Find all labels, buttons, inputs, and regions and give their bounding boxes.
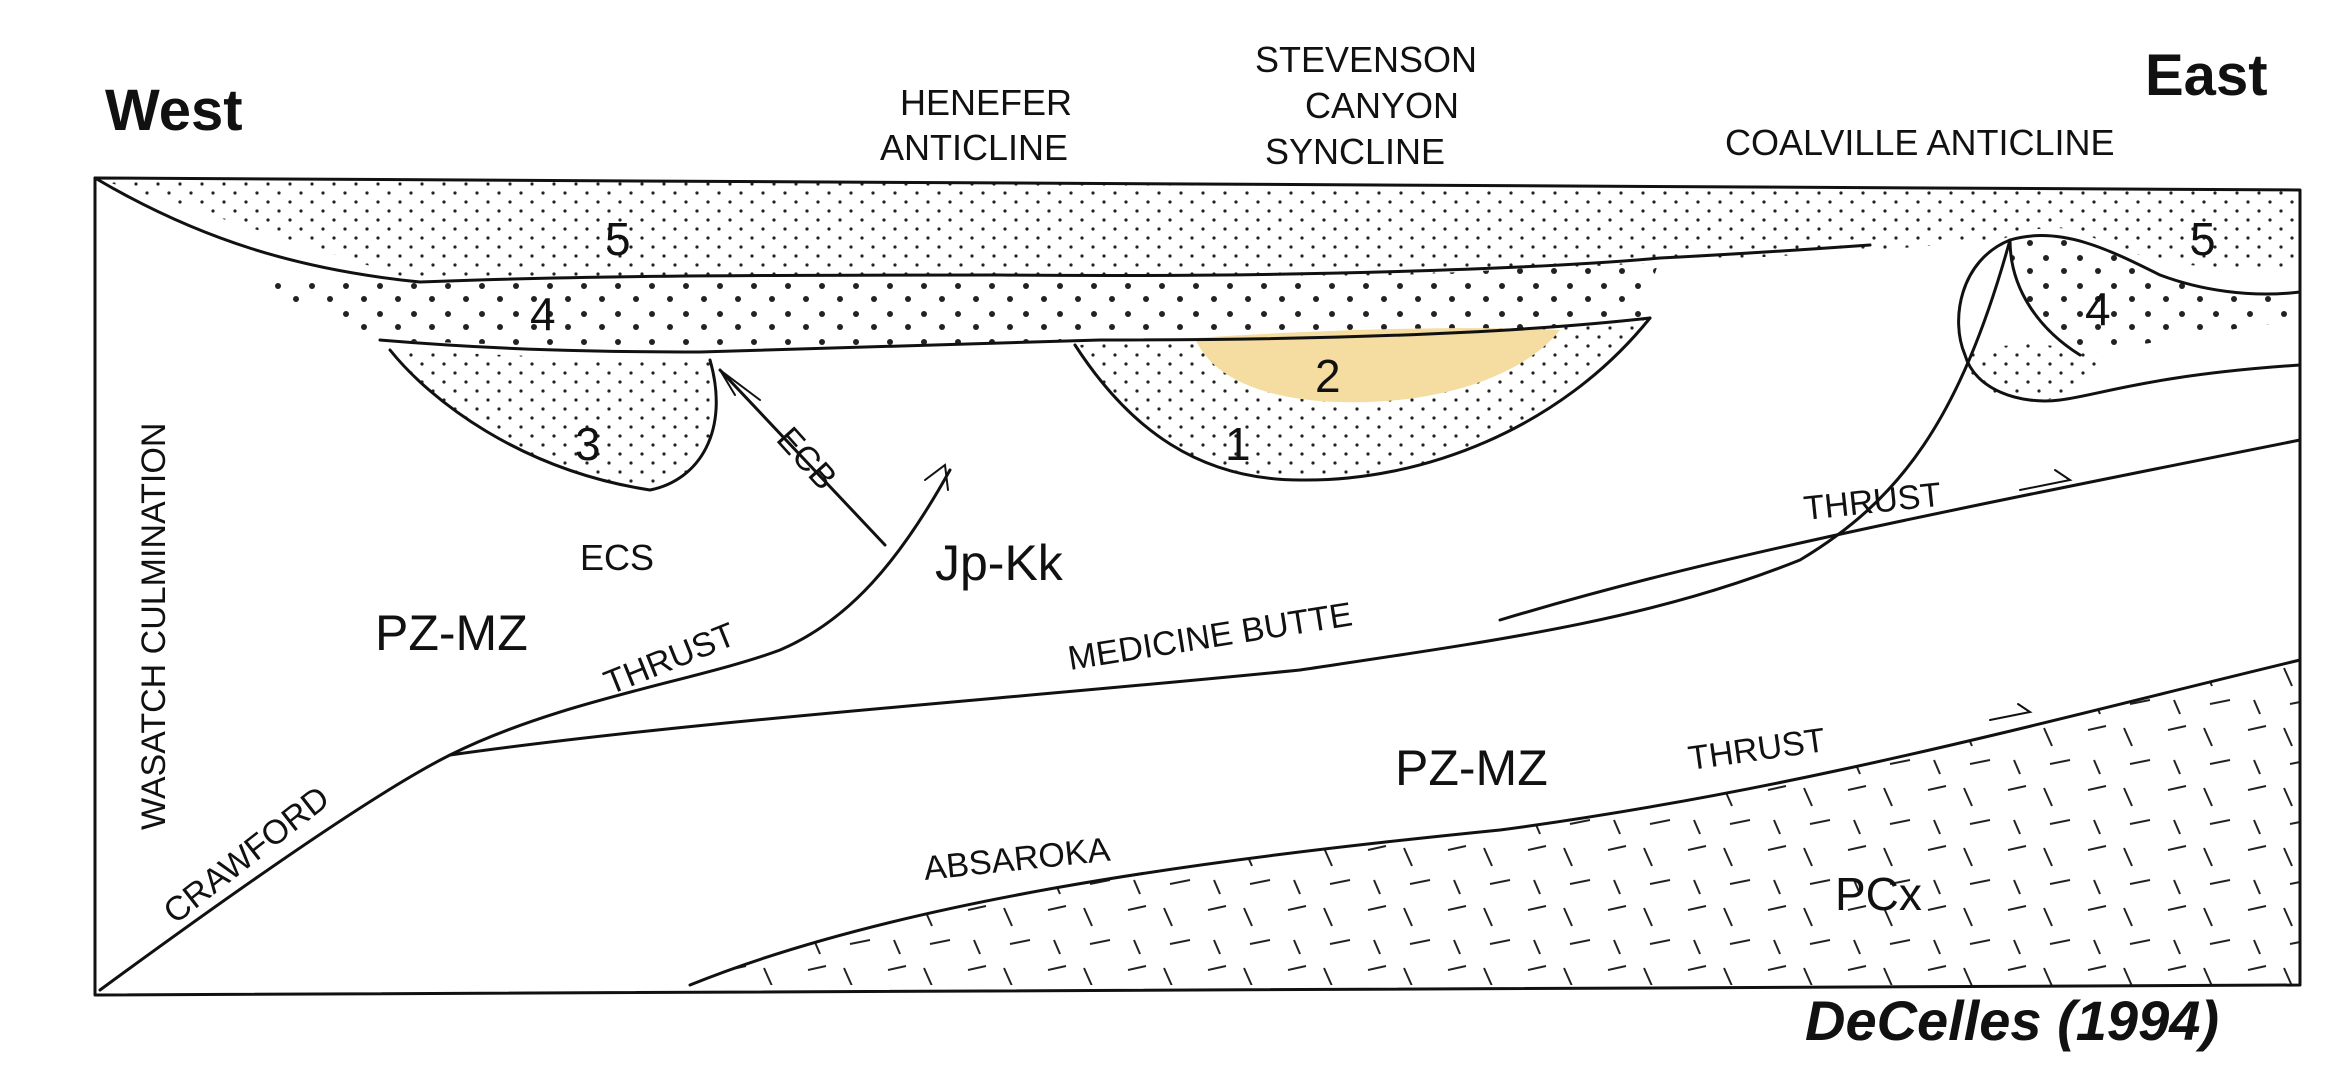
unit-4-layer <box>250 258 1660 352</box>
ecb-arrow-icon <box>719 369 761 401</box>
stevenson-label-2: CANYON <box>1305 85 1459 126</box>
coalville-fold-outline <box>1957 238 2302 403</box>
syncline-base <box>1073 316 1652 482</box>
unit-2-label: 2 <box>1315 350 1341 402</box>
ecb-label: ECB <box>769 420 844 497</box>
medicine-arrow-icon <box>2019 469 2073 491</box>
unit-5-west-label: 5 <box>605 213 631 265</box>
unit-5-base <box>93 176 1872 284</box>
unit-3-base <box>388 348 718 492</box>
crawford-thrust-label: THRUST <box>599 616 741 703</box>
wasatch-culmination-label: WASATCH CULMINATION <box>135 423 173 830</box>
coalville-label: COALVILLE ANTICLINE <box>1725 122 2114 163</box>
medicine-butte-splay <box>1498 438 2302 622</box>
unit-4-east-label: 4 <box>2085 283 2111 335</box>
pcx-basement <box>690 660 2300 985</box>
henefer-label-2: ANTICLINE <box>880 127 1068 168</box>
medicine-butte-label: MEDICINE BUTTE <box>1065 595 1355 677</box>
absaroka-thrust-fault <box>688 658 2302 987</box>
absaroka-label: ABSAROKA <box>922 831 1112 888</box>
crawford-thrust-fault <box>98 468 952 992</box>
henefer-label-1: HENEFER <box>900 82 1072 123</box>
unit-1-east-fold <box>1964 344 2100 400</box>
unit-5-east-label: 5 <box>2190 213 2216 265</box>
pzmz-upper-label: PZ-MZ <box>375 605 528 661</box>
citation: DeCelles (1994) <box>1805 989 2219 1052</box>
pcx-label: PCx <box>1835 868 1922 920</box>
unit-4-west-label: 4 <box>530 288 556 340</box>
unit-3-label: 3 <box>575 418 601 470</box>
ecs-label: ECS <box>580 537 654 578</box>
stevenson-label-1: STEVENSON <box>1255 39 1477 80</box>
unit-4-east-fold <box>2010 235 2300 355</box>
unit-1-label: 1 <box>1225 418 1251 470</box>
unit-3-wedge <box>390 350 717 490</box>
medicine-butte-thrust-fault <box>448 238 2012 757</box>
crawford-arrow-icon <box>924 463 949 491</box>
jpkk-label: Jp-Kk <box>935 535 1064 591</box>
pzmz-lower-label: PZ-MZ <box>1395 740 1548 796</box>
absaroka-thrust-label: THRUST <box>1686 721 1828 778</box>
unit-5-layer <box>95 178 2300 282</box>
unit-2-lens <box>1195 328 1560 403</box>
medicine-thrust-label: THRUST <box>1802 476 1943 528</box>
unit-4-base <box>378 316 1652 354</box>
absaroka-arrow-icon <box>1989 703 2033 721</box>
coalville-inner-fold <box>2008 234 2302 357</box>
west-label: West <box>105 78 243 143</box>
east-label: East <box>2145 43 2268 108</box>
stevenson-label-3: SYNCLINE <box>1265 131 1445 172</box>
crawford-label: CRAWFORD <box>157 779 337 931</box>
ecb-fault <box>718 368 887 547</box>
